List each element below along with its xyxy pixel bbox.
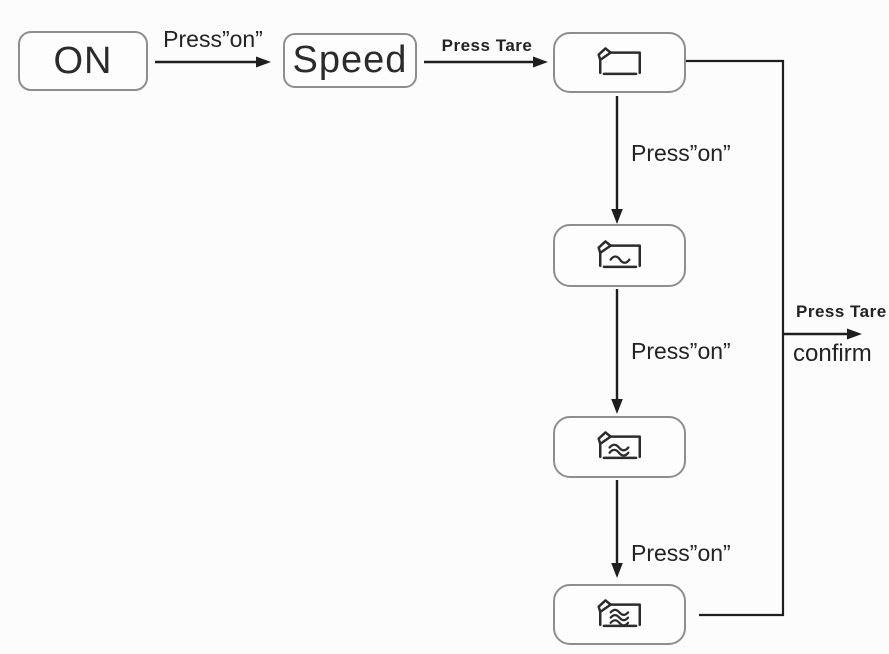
arrowhead-right-icon <box>533 56 548 68</box>
arrowhead-right-icon <box>847 328 862 340</box>
arrowhead-down-icon <box>611 399 623 414</box>
speed-level-3-icon <box>596 431 641 460</box>
node-speed-level-3 <box>553 416 686 478</box>
arrowhead-right-icon <box>256 56 271 68</box>
node-speed-level-1 <box>553 32 686 93</box>
edge-label-press-on-2: Press”on” <box>631 140 731 166</box>
node-speed-level-2 <box>553 224 686 287</box>
speed-level-4-icon <box>596 598 641 627</box>
edge-label-press-on-4: Press”on” <box>631 540 731 566</box>
arrowhead-down-icon <box>611 563 623 578</box>
speed-level-1-icon <box>596 46 641 75</box>
node-speed: Speed <box>283 33 417 88</box>
node-speed-level-4 <box>553 584 686 645</box>
speed-level-2-icon <box>596 239 641 268</box>
edge-label-press-tare-top: Press Tare <box>441 36 533 55</box>
edge-label-press-tare-right: Press Tare <box>796 302 887 321</box>
edge-label-press-on-1: Press”on” <box>163 26 263 52</box>
node-on: ON <box>18 31 148 91</box>
node-on-label: ON <box>53 39 113 82</box>
node-speed-label: Speed <box>292 39 408 81</box>
edge-label-press-on-3: Press”on” <box>631 338 731 364</box>
arrowhead-down-icon <box>611 209 623 224</box>
edge-label-confirm: confirm <box>793 340 872 367</box>
